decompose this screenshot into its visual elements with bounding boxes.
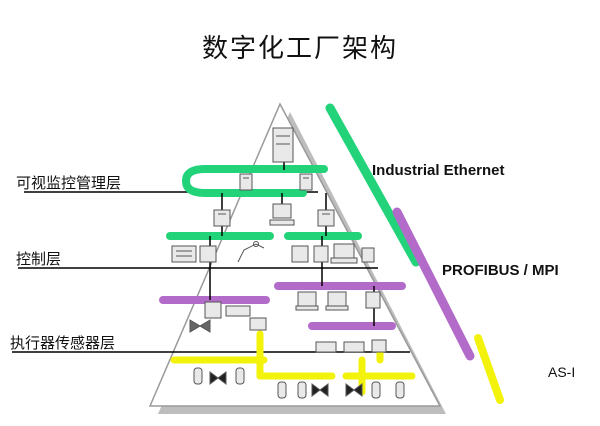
sensor-icon xyxy=(235,367,245,385)
industrial-ethernet-network xyxy=(166,103,421,267)
network-label-profibus: PROFIBUS / MPI xyxy=(442,262,559,279)
workstation-icon xyxy=(269,203,295,226)
robot-arm-icon xyxy=(237,241,265,263)
network-label-industrial-ethernet: Industrial Ethernet xyxy=(372,162,505,179)
operator-panel-icon xyxy=(343,341,365,353)
sensor-icon xyxy=(193,367,203,385)
layer-label-actuator-sensor: 执行器传感器层 xyxy=(10,334,116,352)
workstation-icon xyxy=(325,291,349,311)
valve-icon xyxy=(345,383,363,397)
network-label-as-i: AS-I xyxy=(548,364,576,380)
sensor-icon xyxy=(277,381,287,399)
plc-icon xyxy=(313,245,329,263)
workstation-icon xyxy=(295,291,319,311)
devices xyxy=(171,127,405,399)
workstation-icon xyxy=(330,243,358,264)
sensor-icon xyxy=(371,381,381,399)
plc-icon xyxy=(317,209,335,227)
sensor-icon xyxy=(395,381,405,399)
plc-icon xyxy=(199,245,217,263)
page-title: 数字化工厂架构 xyxy=(201,34,398,64)
valve-icon xyxy=(311,383,329,397)
plc-icon xyxy=(225,305,251,317)
plc-icon xyxy=(371,339,387,353)
sensor-icon xyxy=(297,381,307,399)
profibus-network xyxy=(159,207,475,361)
plc-icon xyxy=(204,301,222,319)
operator-panel-icon xyxy=(171,245,197,263)
valve-icon xyxy=(189,319,211,333)
plc-icon xyxy=(365,291,381,309)
layer-label-control: 控制层 xyxy=(16,250,62,268)
plc-icon xyxy=(299,173,313,191)
plc-icon xyxy=(239,173,253,191)
plc-icon xyxy=(361,247,375,263)
server-rack-icon xyxy=(272,127,294,163)
plc-icon xyxy=(213,209,231,227)
plc-icon xyxy=(291,245,309,263)
plc-icon xyxy=(249,317,267,331)
operator-panel-icon xyxy=(315,341,337,353)
valve-icon xyxy=(209,371,227,385)
layer-label-visualization: 可视监控管理层 xyxy=(16,174,122,192)
